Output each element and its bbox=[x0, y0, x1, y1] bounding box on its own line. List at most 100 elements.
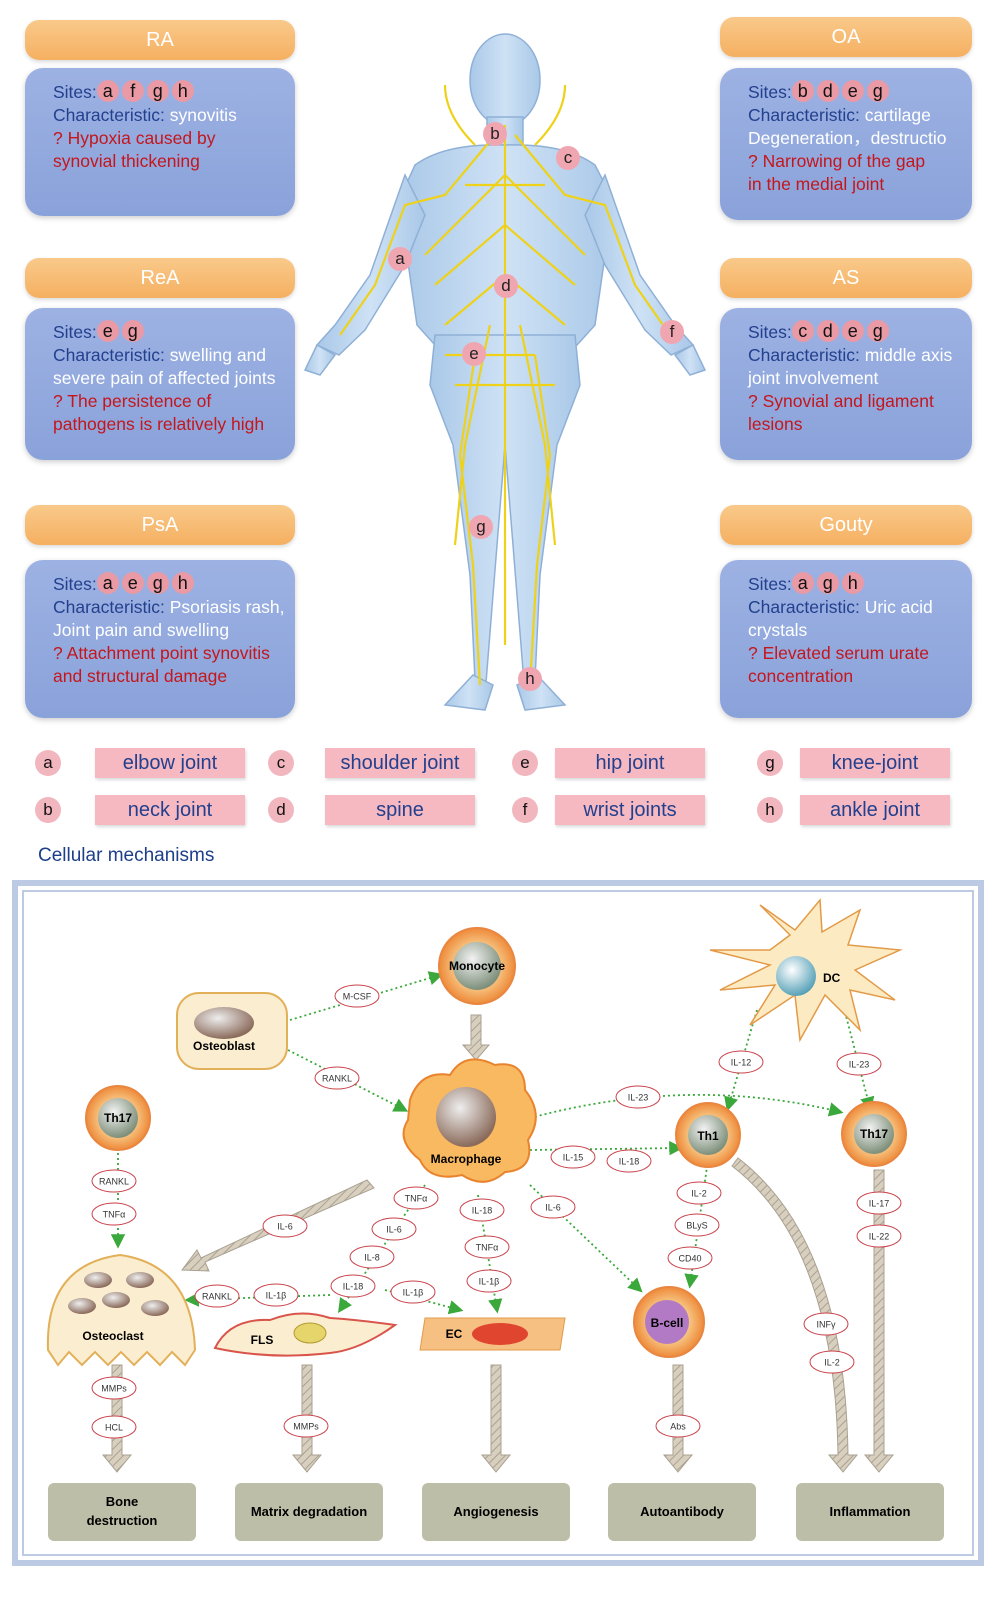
sites-label: Sites: bbox=[53, 574, 97, 594]
cytokine-label-il1b-fls: IL-1β bbox=[390, 1280, 436, 1304]
feature-text: Synovial and ligament bbox=[762, 391, 934, 411]
site-badge: a bbox=[96, 80, 119, 102]
outcome-box-2: Matrix degradation bbox=[235, 1483, 383, 1541]
site-badge: a bbox=[96, 572, 119, 594]
svg-text:Matrix degradation: Matrix degradation bbox=[251, 1504, 367, 1519]
svg-text:CD40: CD40 bbox=[678, 1254, 701, 1264]
cytokine-label-rankl-oc: RANKL bbox=[194, 1284, 240, 1308]
characteristic-label: Characteristic: bbox=[53, 105, 165, 125]
characteristic-value: swelling and bbox=[169, 345, 267, 365]
cytokine-label-tnfa-th17: TNFα bbox=[91, 1202, 137, 1226]
question-mark-icon: ? bbox=[748, 391, 758, 411]
cytokine-label-tnfa-m: TNFα bbox=[393, 1186, 439, 1210]
svg-text:IL-18: IL-18 bbox=[619, 1157, 640, 1167]
svg-text:IL-1β: IL-1β bbox=[266, 1291, 287, 1301]
legend-joint-name: elbow joint bbox=[95, 748, 245, 778]
question-mark-icon: ? bbox=[748, 151, 758, 171]
osteoclast-label: Osteoclast bbox=[82, 1329, 143, 1343]
svg-text:TNFα: TNFα bbox=[405, 1194, 428, 1204]
sites-label: Sites: bbox=[53, 322, 97, 342]
characteristic-value-2: severe pain of affected joints bbox=[53, 368, 276, 388]
body-pin-a: a bbox=[388, 247, 412, 271]
legend-joint-name: wrist joints bbox=[555, 795, 705, 825]
site-badge: g bbox=[146, 572, 169, 594]
cytokine-label-rankl-ob: RANKL bbox=[314, 1066, 360, 1090]
svg-text:IL-6: IL-6 bbox=[277, 1222, 293, 1232]
svg-text:IL-23: IL-23 bbox=[628, 1093, 649, 1103]
cytokine-label-il6-b: IL-6 bbox=[530, 1195, 576, 1219]
sites-label: Sites: bbox=[748, 322, 792, 342]
svg-text:IL-18: IL-18 bbox=[343, 1282, 364, 1292]
cytokine-label-il22: IL-22 bbox=[856, 1224, 902, 1248]
oa-header: OA bbox=[720, 17, 972, 57]
svg-text:HCL: HCL bbox=[105, 1423, 123, 1433]
svg-text:TNFα: TNFα bbox=[476, 1243, 499, 1253]
cytokine-label-il23-dc: IL-23 bbox=[836, 1052, 882, 1076]
svg-text:INFγ: INFγ bbox=[817, 1320, 836, 1330]
cytokine-label-infy: INFγ bbox=[803, 1312, 849, 1336]
ec-label: EC bbox=[446, 1327, 463, 1341]
characteristic-value: cartilage bbox=[864, 105, 931, 125]
svg-text:IL-22: IL-22 bbox=[869, 1232, 890, 1242]
question-mark-icon: ? bbox=[53, 128, 63, 148]
cytokine-label-il18-fls: IL-18 bbox=[330, 1274, 376, 1298]
b-cell: B-cell bbox=[633, 1286, 705, 1358]
svg-text:Autoantibody: Autoantibody bbox=[640, 1504, 725, 1519]
body-pin-h: h bbox=[518, 667, 542, 691]
site-badge: d bbox=[816, 320, 839, 342]
cytokine-label-il8: IL-8 bbox=[349, 1245, 395, 1269]
cytokine-label-hcl: HCL bbox=[91, 1415, 137, 1439]
osteoclast-cell: Osteoclast bbox=[46, 1253, 197, 1367]
site-badge: e bbox=[841, 80, 864, 102]
site-badge: c bbox=[791, 320, 814, 342]
cytokine-label-il1b-oc: IL-1β bbox=[253, 1283, 299, 1307]
cytokine-label-il18-th1: IL-18 bbox=[606, 1149, 652, 1173]
feature-text-2: synovial thickening bbox=[53, 151, 200, 171]
legend-letter-h: h bbox=[757, 797, 783, 823]
fls-label: FLS bbox=[251, 1333, 274, 1347]
svg-text:IL-12: IL-12 bbox=[731, 1058, 752, 1068]
characteristic-value: Psoriasis rash, bbox=[169, 597, 285, 617]
site-badge: g bbox=[866, 320, 889, 342]
human-body-illustration bbox=[303, 33, 707, 711]
question-mark-icon: ? bbox=[748, 643, 758, 663]
svg-text:RANKL: RANKL bbox=[202, 1292, 232, 1302]
svg-text:Abs: Abs bbox=[670, 1422, 686, 1432]
body-pin-c: c bbox=[556, 146, 580, 170]
body-pin-d: d bbox=[494, 274, 518, 298]
cytokine-label-il23-mac: IL-23 bbox=[615, 1085, 661, 1109]
characteristic-label: Characteristic: bbox=[748, 105, 860, 125]
svg-text:IL-6: IL-6 bbox=[545, 1203, 561, 1213]
legend-joint-name: hip joint bbox=[555, 748, 705, 778]
svg-text:MMPs: MMPs bbox=[293, 1422, 319, 1432]
characteristic-label: Characteristic: bbox=[53, 345, 165, 365]
cytokine-label-tnfa-ec: TNFα bbox=[464, 1235, 510, 1259]
cytokine-label-abs: Abs bbox=[655, 1414, 701, 1438]
psa-header: PsA bbox=[25, 505, 295, 545]
legend-letter-e: e bbox=[512, 750, 538, 776]
legend-letter-b: b bbox=[35, 797, 61, 823]
legend-joint-name: knee-joint bbox=[800, 748, 950, 778]
osteoblast-label: Osteoblast bbox=[193, 1039, 255, 1053]
cytokine-label-il12: IL-12 bbox=[718, 1050, 764, 1074]
th17-left-cell: Th17 bbox=[85, 1085, 151, 1151]
site-badge: h bbox=[841, 572, 864, 594]
site-badge: g bbox=[866, 80, 889, 102]
characteristic-value-2: crystals bbox=[748, 620, 808, 640]
dc-label: DC bbox=[823, 971, 841, 985]
legend-letter-f: f bbox=[512, 797, 538, 823]
th17-left-label: Th17 bbox=[104, 1111, 132, 1125]
svg-text:M-CSF: M-CSF bbox=[343, 992, 372, 1002]
characteristic-value: synovitis bbox=[169, 105, 237, 125]
cytokine-label-il6-m: IL-6 bbox=[371, 1217, 417, 1241]
legend-joint-name: ankle joint bbox=[800, 795, 950, 825]
svg-text:IL-15: IL-15 bbox=[563, 1153, 584, 1163]
body-pin-b: b bbox=[483, 122, 507, 146]
svg-text:destruction: destruction bbox=[87, 1513, 158, 1528]
as-header: AS bbox=[720, 258, 972, 298]
characteristic-value: Uric acid bbox=[864, 597, 933, 617]
